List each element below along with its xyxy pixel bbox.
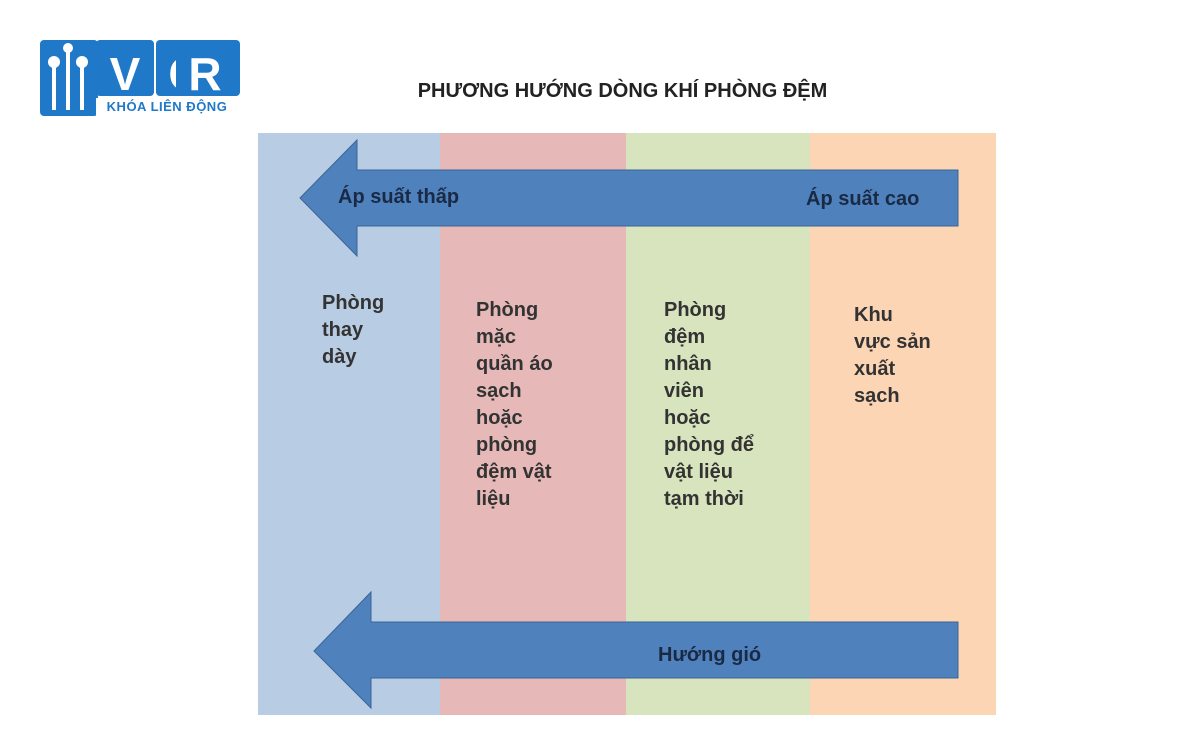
logo-box-r-full: R — [176, 40, 234, 100]
wind-arrow — [313, 590, 959, 710]
diagram-title: PHƯƠNG HƯỚNG DÒNG KHÍ PHÒNG ĐỆM — [417, 80, 828, 102]
pressure-high-label: Áp suất cao — [806, 188, 920, 210]
pressure-arrow — [299, 138, 959, 258]
logo-letter-v: V — [109, 48, 141, 100]
zone-airlock — [626, 133, 810, 715]
zone-label-changing-room: Phòng thay dày — [322, 292, 385, 368]
logo-box-v: V — [96, 40, 154, 100]
zone-label-airlock: Phòng đệm nhân viên hoặc phòng để vật li… — [664, 299, 754, 510]
wind-direction-label: Hướng gió — [658, 644, 762, 666]
zone-clean-production — [810, 133, 996, 715]
pressure-low-label: Áp suất thấp — [338, 186, 460, 208]
logo-subtitle: KHÓA LIÊN ĐỘNG — [96, 98, 238, 116]
tools-icon — [48, 43, 88, 110]
logo-letter-r: R — [188, 48, 222, 100]
zone-label-clean-production: Khu vực sản xuất sạch — [854, 304, 931, 407]
zone-clean-gowning — [440, 133, 626, 715]
logo-box-tools — [40, 40, 98, 116]
zone-label-clean-gowning: Phòng mặc quần áo sạch hoặc phòng đệm vậ… — [476, 299, 553, 510]
